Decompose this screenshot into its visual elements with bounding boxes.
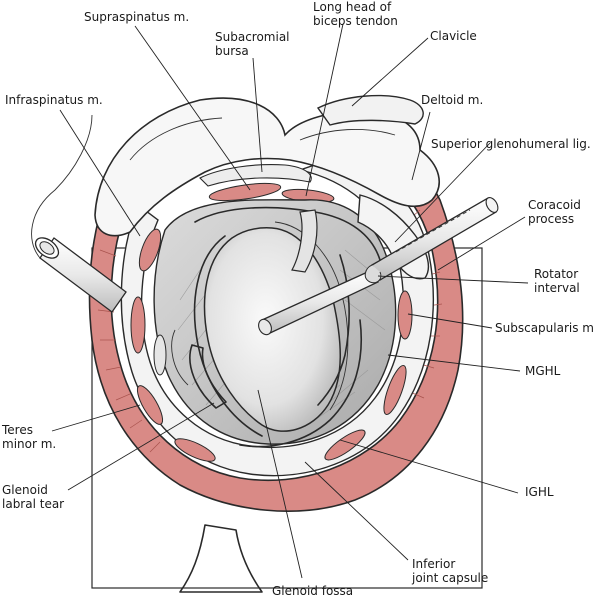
label-long-head-1: Long head of — [313, 0, 392, 14]
labral-tear-flap — [171, 329, 189, 386]
acromion-cap — [94, 97, 440, 237]
label-subacromial-2: bursa — [215, 44, 249, 58]
biceps-tendon — [291, 209, 318, 273]
label-rotator-1: Rotator — [534, 267, 578, 281]
clavicle — [316, 94, 424, 126]
arthroscope-left — [31, 114, 127, 313]
cap-shading-2 — [299, 128, 396, 141]
label-inferior-1: Inferior — [412, 557, 455, 571]
label-rotator-2: interval — [534, 281, 580, 295]
label-subacromial-1: Subacromial — [215, 30, 290, 44]
ighl-band — [239, 319, 363, 448]
label-deltoid: Deltoid m. — [421, 93, 483, 107]
scapular-neck — [179, 524, 263, 593]
label-supraspinatus: Supraspinatus m. — [84, 10, 189, 24]
label-infraspinatus: Infraspinatus m. — [5, 93, 103, 107]
label-coracoid-1: Coracoid — [528, 198, 581, 212]
label-ighl: IGHL — [525, 485, 554, 499]
leader-lines — [51, 23, 529, 579]
cap-shading — [129, 117, 223, 161]
label-glenoid-fossa: Glenoid fossa — [272, 584, 353, 598]
label-subscapularis: Subscapularis m. — [495, 321, 594, 335]
glenoid-labrum — [193, 235, 263, 437]
label-teres-2: minor m. — [2, 437, 56, 451]
subacromial-bursa — [199, 164, 312, 187]
label-coracoid-2: process — [528, 212, 574, 226]
label-inferior-2: joint capsule — [411, 571, 488, 585]
labral-tear — [189, 344, 227, 409]
label-mghl: MGHL — [525, 364, 561, 378]
cannula-right — [364, 197, 499, 284]
mghl-band — [317, 254, 350, 406]
label-long-head-2: biceps tendon — [313, 14, 398, 28]
label-glenoid-tear-1: Glenoid — [2, 483, 48, 497]
torn-labrum-fragment — [153, 334, 167, 376]
label-sghl: Superior glenohumeral lig. — [431, 137, 591, 151]
capsule-muscle-bundles — [130, 182, 413, 462]
label-clavicle: Clavicle — [430, 29, 477, 43]
label-glenoid-tear-2: labral tear — [2, 497, 64, 511]
label-teres-1: Teres — [1, 423, 33, 437]
